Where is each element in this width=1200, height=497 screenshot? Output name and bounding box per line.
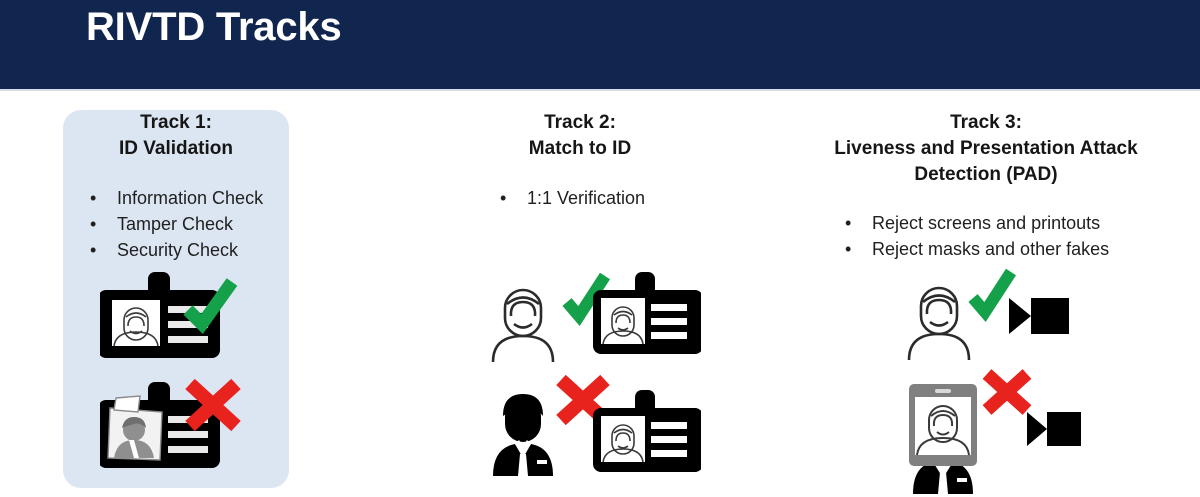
track-3-heading-line2: Liveness and Presentation Attack <box>834 138 1138 159</box>
track-3-heading-line3: Detection (PAD) <box>914 164 1058 185</box>
track-2-heading-line1: Track 2: <box>544 112 616 133</box>
bullet-text: Security Check <box>117 240 239 260</box>
tampered-id-badge-icon <box>100 378 241 468</box>
track-2-bullet-list: • 1:1 Verification <box>500 185 645 211</box>
track-3-accept-illustration <box>905 268 1071 368</box>
track-2-heading: Track 2: Match to ID <box>432 110 728 162</box>
id-badge-icon <box>593 272 701 354</box>
track-3-column: Track 3: Liveness and Presentation Attac… <box>800 110 1172 259</box>
track-1-bullet-list: • Information Check • Tamper Check • Sec… <box>90 185 263 263</box>
person-holding-tablet-spoof-icon <box>909 369 1081 494</box>
green-check-icon <box>968 268 1017 322</box>
bullet-marker-icon: • <box>90 214 97 234</box>
list-item: • 1:1 Verification <box>500 185 645 211</box>
list-item: • Security Check <box>90 237 263 263</box>
track-2-column: Track 2: Match to ID • 1:1 Verification <box>432 110 728 208</box>
bullet-text: Reject masks and other fakes <box>872 239 1110 259</box>
header-banner <box>0 0 1200 89</box>
id-badge-icon <box>100 272 238 358</box>
track-3-heading-line1: Track 3: <box>950 112 1022 133</box>
track-1-heading-line1: Track 1: <box>140 112 212 133</box>
person-outline-woman-icon <box>907 268 1069 361</box>
track-3-bullet-list: • Reject screens and printouts • Reject … <box>845 210 1109 262</box>
list-item: • Tamper Check <box>90 211 263 237</box>
page-title: RIVTD Tracks <box>86 5 342 49</box>
bullet-text: Tamper Check <box>117 214 234 234</box>
bullet-marker-icon: • <box>845 239 852 259</box>
track-1-column: Track 1: ID Validation • Information Che… <box>63 110 289 260</box>
list-item: • Reject screens and printouts <box>845 210 1109 236</box>
person-solid-man-icon <box>493 374 701 476</box>
video-camera-icon <box>1009 298 1069 334</box>
track-3-heading: Track 3: Liveness and Presentation Attac… <box>800 110 1172 188</box>
bullet-text: Information Check <box>117 188 264 208</box>
list-item: • Reject masks and other fakes <box>845 236 1109 262</box>
bullet-marker-icon: • <box>90 240 97 260</box>
person-outline-woman-icon <box>491 272 701 363</box>
list-item: • Information Check <box>90 185 263 211</box>
header-divider <box>0 89 1200 91</box>
red-cross-icon <box>982 369 1032 415</box>
bullet-text: 1:1 Verification <box>527 188 646 208</box>
green-check-icon <box>183 278 238 335</box>
bullet-marker-icon: • <box>500 188 507 208</box>
bullet-text: Reject screens and printouts <box>872 213 1101 233</box>
track-3-reject-illustration <box>895 368 1081 494</box>
bullet-marker-icon: • <box>90 188 97 208</box>
track-2-reject-illustration <box>489 374 701 486</box>
red-cross-icon <box>185 378 241 432</box>
track-1-reject-illustration <box>100 374 252 486</box>
video-camera-icon <box>1027 412 1081 446</box>
green-check-icon <box>562 272 611 326</box>
id-badge-icon <box>593 390 701 472</box>
track-2-accept-illustration <box>489 268 701 368</box>
track-1-accept-illustration <box>100 268 252 368</box>
bullet-marker-icon: • <box>845 213 852 233</box>
track-2-heading-line2: Match to ID <box>528 138 632 159</box>
track-1-heading-line2: ID Validation <box>118 138 234 159</box>
track-1-heading: Track 1: ID Validation <box>63 110 289 162</box>
